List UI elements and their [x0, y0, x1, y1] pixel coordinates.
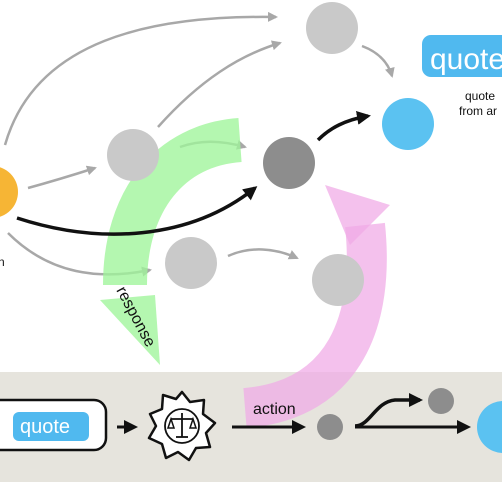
node-dark-bottom: [317, 414, 343, 440]
action-label: action: [253, 401, 296, 418]
node-blue-bottom: [477, 401, 502, 453]
node-orange-start: [0, 167, 18, 217]
node-gray-lower-right: [312, 254, 364, 306]
action-arrow-head: [325, 185, 390, 245]
node-gray-middle: [165, 237, 217, 289]
black-arrow-upper: [316, 110, 371, 142]
response-arrow-head: [100, 295, 160, 365]
quote-pill-bottom-label: quote: [20, 416, 70, 438]
quote-top-desc-line1: quote: [465, 89, 495, 103]
left-edge-text: n: [0, 255, 5, 269]
action-arrow-band: [242, 222, 387, 428]
node-gray-top: [306, 2, 358, 54]
arrow-node-branch-up: [354, 393, 423, 428]
balance-scale-icon: [147, 390, 217, 462]
node-dark-branch: [428, 388, 454, 414]
node-gray-left: [107, 129, 159, 181]
gray-arrow-2: [157, 40, 282, 128]
gray-arrow-1: [3, 11, 278, 146]
quote-top-desc-line2: from ar: [459, 104, 497, 118]
quote-pill-top: [422, 35, 502, 77]
quote-pill-bottom: [13, 412, 89, 441]
node-dark-center: [263, 137, 315, 189]
gray-arrow-4: [27, 165, 97, 190]
gray-arrow-3: [361, 44, 395, 78]
response-arrow-band: [103, 118, 243, 286]
gray-arrow-7: [227, 248, 299, 260]
node-blue-right: [382, 98, 434, 150]
quote-pill-top-label: quote: [430, 43, 502, 76]
black-arrow-main: [16, 186, 258, 236]
